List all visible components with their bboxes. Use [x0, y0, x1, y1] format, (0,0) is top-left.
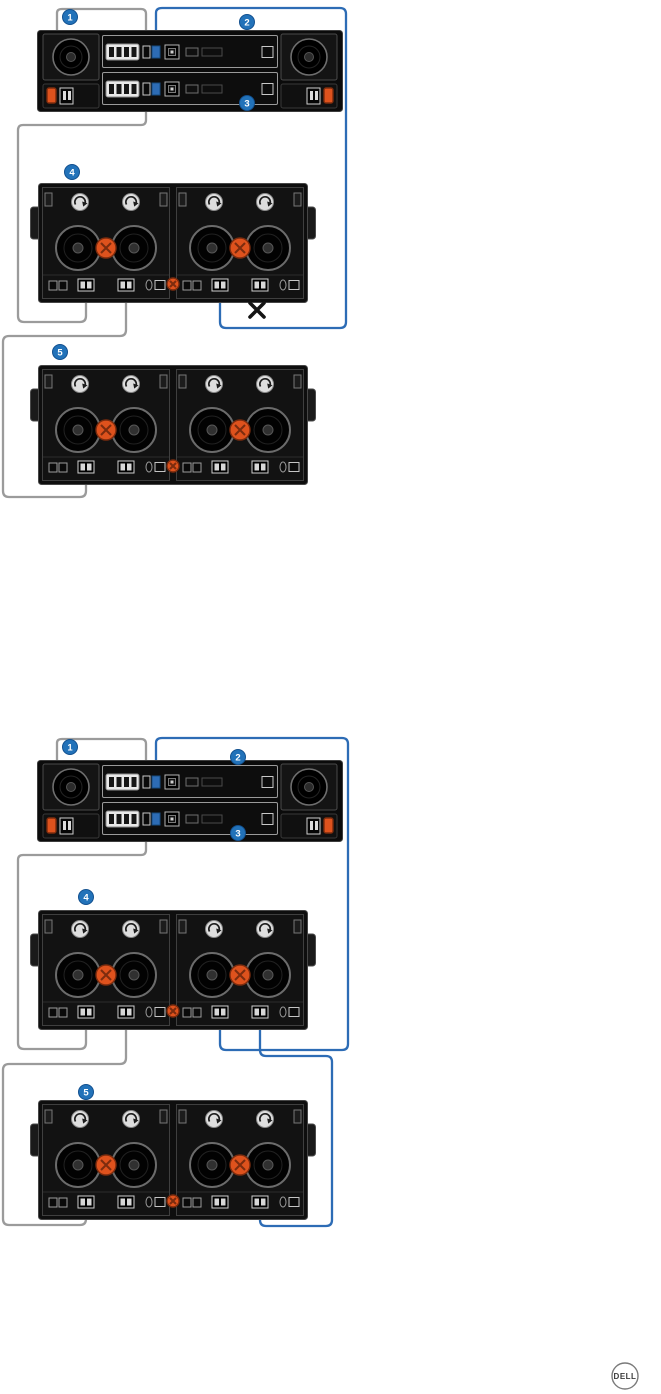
dell-logo-text: DELL [614, 1372, 637, 1381]
cable-blue-controller-to-enclosure1 [154, 736, 350, 1052]
expansion-enclosure-2 [31, 366, 316, 485]
callout-4: 4 [64, 164, 80, 180]
cable-blue-controller-to-enclosure1 [154, 6, 348, 330]
callout-4-label: 4 [83, 892, 89, 903]
callout-4: 4 [78, 889, 94, 905]
x-mark-icon [248, 301, 266, 319]
callout-1-label: 1 [67, 12, 73, 23]
cable-host-gray [55, 737, 148, 777]
expansion-enclosure-2 [31, 1101, 316, 1220]
callout-1-label: 1 [67, 742, 73, 753]
cable-blue-enclosure1-to-enclosure2 [258, 1010, 334, 1228]
controller-enclosure [36, 29, 344, 113]
callout-5-label: 5 [83, 1087, 89, 1098]
expansion-enclosure-1 [31, 911, 316, 1030]
cable-host-gray [55, 7, 148, 47]
cable-gray-enclosure1-to-enclosure2 [1, 1010, 128, 1227]
callout-1: 1 [62, 739, 78, 755]
callout-3-label: 3 [244, 98, 249, 109]
cable-gray-enclosure1-to-enclosure2 [1, 283, 128, 499]
callout-5: 5 [78, 1084, 94, 1100]
cable-gray-controller-to-enclosure1 [16, 95, 148, 324]
callout-4-label: 4 [69, 167, 75, 178]
callout-2: 2 [230, 749, 246, 765]
figure-top: 1 2 3 4 5 [1, 6, 348, 499]
controller-enclosure [36, 759, 344, 843]
callout-1: 1 [62, 9, 78, 25]
figure-bottom: 1 2 3 4 5 [1, 736, 350, 1228]
callout-5: 5 [52, 344, 68, 360]
expansion-enclosure-1 [31, 184, 316, 303]
dell-logo: DELL [611, 1362, 639, 1390]
callout-2-label: 2 [244, 17, 249, 28]
callout-2-label: 2 [235, 752, 240, 763]
callout-3-label: 3 [235, 828, 240, 839]
callout-3: 3 [230, 825, 246, 841]
callout-2: 2 [239, 14, 255, 30]
cable-gray-controller-to-enclosure1 [16, 825, 148, 1051]
callout-3: 3 [239, 95, 255, 111]
callout-5-label: 5 [57, 347, 63, 358]
